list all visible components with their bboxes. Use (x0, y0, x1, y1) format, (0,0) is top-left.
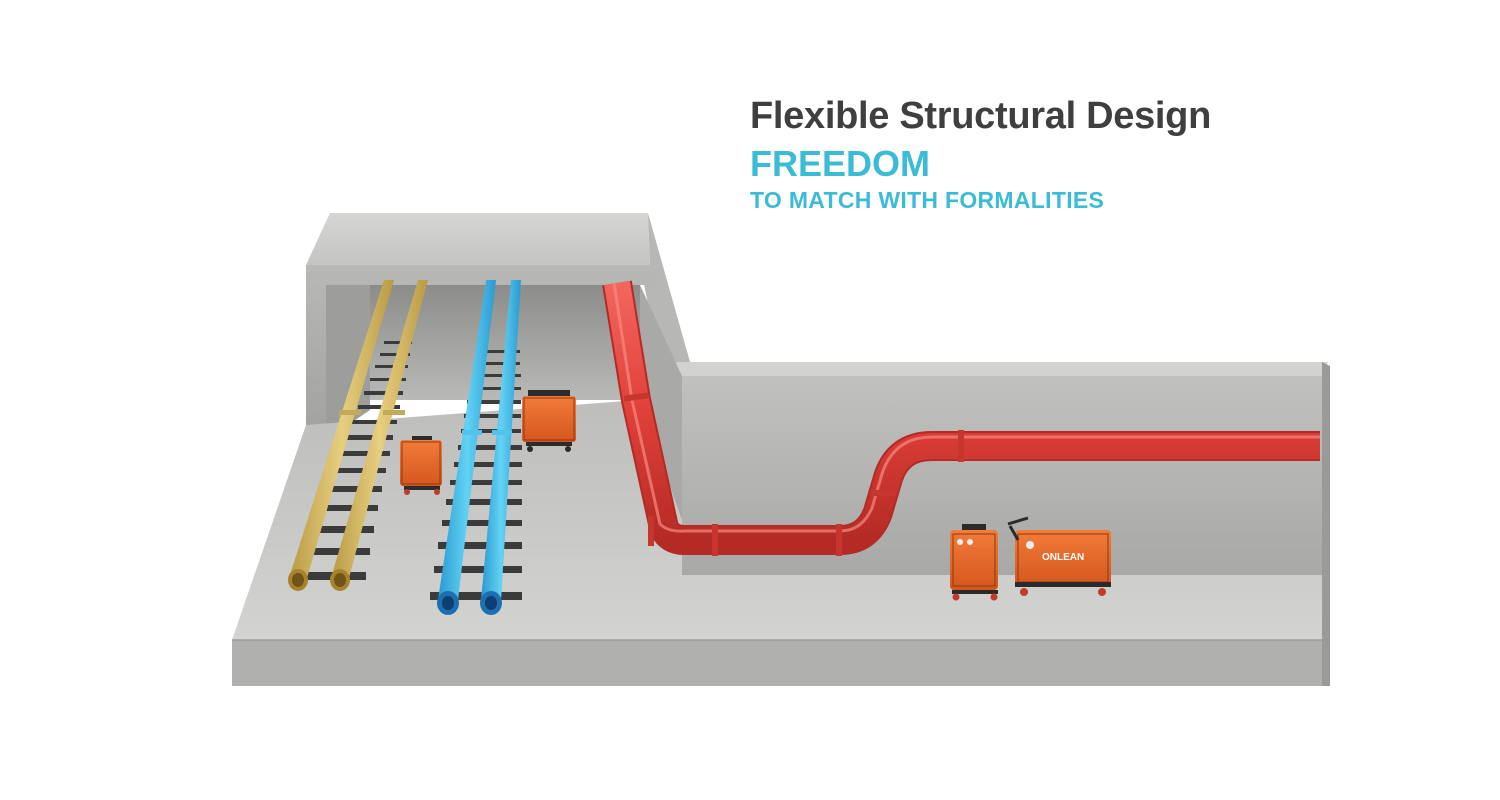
machine-small-tunnel-back (522, 390, 576, 452)
floor-front-face (232, 640, 1322, 686)
machine-small-right (950, 524, 998, 601)
machine-small-tunnel-left (400, 436, 442, 495)
right-wall-top (660, 362, 1328, 376)
tunnel-front-face (306, 265, 660, 425)
right-back-wall (660, 365, 1322, 575)
rail-ties-left (292, 341, 412, 580)
machine-large-right: ONLEAN (1007, 516, 1111, 596)
blue-pipe-pair (437, 280, 521, 615)
tunnel-divider-wall (640, 285, 682, 520)
right-wall-end (1322, 362, 1330, 686)
tunnel-inner-left-wall (326, 285, 370, 440)
headline-title: Flexible Structural Design (750, 95, 1211, 137)
machine-brand-label: ONLEAN (1042, 552, 1084, 563)
yellow-pipe-pair (288, 280, 428, 591)
rail-ties-middle (430, 350, 522, 600)
headline-subtitle-freedom: FREEDOM (750, 143, 930, 184)
tunnel-roof-top (306, 213, 650, 265)
red-pipe (602, 280, 1320, 556)
headline: Flexible Structural Design FREEDOM TO MA… (750, 92, 1211, 214)
headline-subtitle-formalities: TO MATCH WITH FORMALITIES (750, 187, 1105, 213)
